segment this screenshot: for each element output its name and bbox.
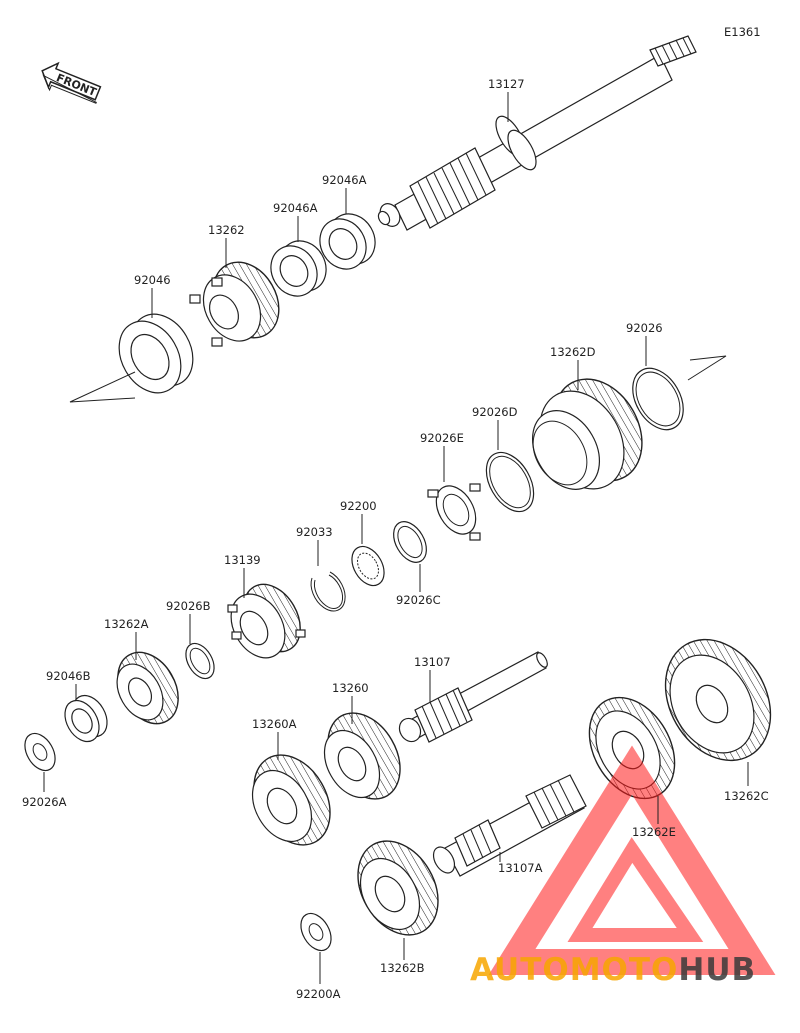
- axis-line-right: [687, 355, 727, 381]
- gear-13262: [189, 261, 280, 347]
- axis-line-left: [69, 371, 136, 403]
- automotohub-logo: [488, 745, 776, 975]
- label-92026C: 92026C: [396, 593, 441, 607]
- gear-13262D: [531, 378, 643, 490]
- shaft-13107A: [432, 774, 587, 877]
- label-92046: 92046: [134, 273, 171, 287]
- logo-triangle-inner: [567, 837, 704, 942]
- circlip-92026D: [485, 451, 535, 513]
- label-92033: 92033: [296, 525, 333, 539]
- label-92046A-2: 92046A: [273, 201, 318, 215]
- washer-92026A: [24, 732, 56, 772]
- label-92200A: 92200A: [296, 987, 341, 1001]
- snap-ring-92033: [310, 571, 346, 612]
- label-13139: 13139: [224, 553, 261, 567]
- label-13260: 13260: [332, 681, 369, 695]
- gear-13260A: [251, 754, 331, 846]
- label-13262: 13262: [208, 223, 245, 237]
- label-13262A: 13262A: [104, 617, 149, 631]
- label-13262C: 13262C: [724, 789, 769, 803]
- splined-washer-92200: [351, 545, 385, 587]
- needle-bearing-92046B: [64, 694, 108, 743]
- label-92026A: 92026A: [22, 795, 67, 809]
- gear-13139: [227, 583, 306, 659]
- label-13262E: 13262E: [632, 825, 676, 839]
- circlip-92026: [632, 367, 684, 431]
- label-92026B: 92026B: [166, 599, 211, 613]
- needle-bearing-92046A-2: [270, 240, 327, 297]
- front-arrow-icon: FRONT: [41, 61, 102, 104]
- logo-triangle-outer: [488, 745, 776, 975]
- shaft-13107: [398, 651, 548, 743]
- label-13107A: 13107A: [498, 861, 543, 875]
- label-92026E: 92026E: [420, 431, 464, 445]
- label-13262B: 13262B: [380, 961, 425, 975]
- label-92026D: 92026D: [472, 405, 518, 419]
- label-92046B: 92046B: [46, 669, 91, 683]
- leader-lines: [43, 92, 749, 984]
- watermark-word-1: AUTOMOTO: [470, 952, 678, 988]
- gear-13260: [323, 712, 401, 800]
- needle-bearing-92046: [118, 313, 194, 394]
- gear-13262B: [357, 840, 439, 936]
- toothed-washer-92026E: [427, 483, 481, 541]
- washer-92026B: [185, 642, 215, 680]
- needle-bearing-92046A-1: [319, 213, 376, 270]
- gear-13262C: [664, 638, 772, 762]
- label-92046A-1: 92046A: [322, 173, 367, 187]
- label-92026: 92026: [626, 321, 663, 335]
- watermark-automoto: AUTOMOTOHUB: [470, 952, 756, 988]
- label-13107: 13107: [414, 655, 451, 669]
- watermark-word-2: HUB: [678, 952, 756, 988]
- label-13262D: 13262D: [550, 345, 596, 359]
- washer-92026C: [393, 521, 427, 563]
- label-92200: 92200: [340, 499, 377, 513]
- diagram-code: E1361: [724, 25, 761, 39]
- label-13127: 13127: [488, 77, 525, 91]
- washer-92200A: [300, 912, 332, 952]
- main-shaft: [377, 35, 697, 231]
- gear-13262A: [116, 651, 179, 725]
- label-13260A: 13260A: [252, 717, 297, 731]
